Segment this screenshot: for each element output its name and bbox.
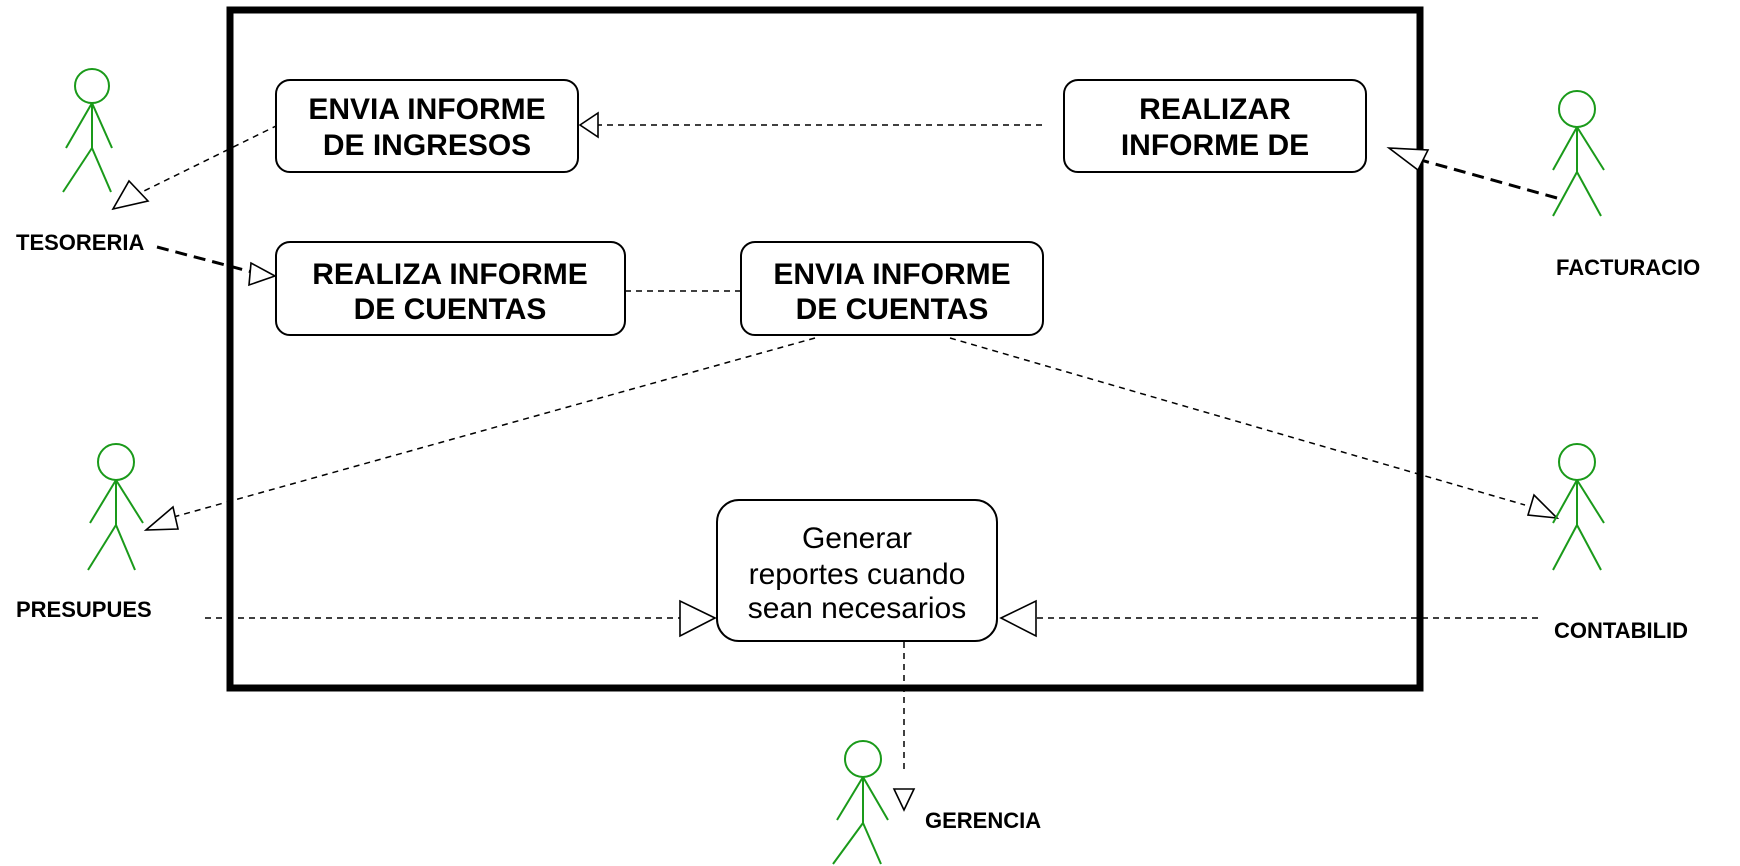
arrowhead [999,599,1037,638]
actor-label: CONTABILID [1554,618,1688,643]
actor-tesoreria[interactable]: TESORERIA [16,68,144,255]
use-case-label: ENVIA INFORME [308,93,545,126]
use-case-envia-ingresos[interactable]: ENVIA INFORME DE INGRESOS [275,79,579,173]
arrowhead [679,599,717,638]
use-case-label: Generar [802,522,912,555]
use-case-envia-cuentas[interactable]: ENVIA INFORME DE CUENTAS [740,241,1044,336]
actor-figure-icon [832,740,889,865]
actor-presupues[interactable]: PRESUPUES [16,443,152,622]
use-case-box [1063,79,1367,173]
actor-label: PRESUPUES [16,597,152,622]
use-case-label: REALIZA INFORME [312,258,588,291]
use-case-label: DE CUENTAS [354,293,547,326]
connector-tesoreria-to-realiza-cuentas [156,245,253,274]
use-case-box [740,241,1044,336]
actor-figure-icon [62,68,113,193]
actor-figure-icon [1552,90,1605,217]
connector-envia-ingresos-to-tesoreria [139,124,279,194]
actor-label: TESORERIA [16,230,144,255]
actor-figure-icon [1552,443,1605,571]
actor-label: GERENCIA [925,808,1041,833]
connector-facturacio-to-realizar [1409,155,1558,200]
actor-contabilid[interactable]: CONTABILID [1552,443,1688,643]
use-case-label: REALIZAR [1139,93,1291,126]
use-case-box [275,241,626,336]
use-case-label: DE INGRESOS [323,129,531,162]
use-case-box [275,79,579,173]
use-case-generar-reportes[interactable]: Generar reportes cuando sean necesarios [716,499,998,642]
arrowhead [143,505,179,531]
use-case-label: INFORME DE [1121,129,1309,162]
arrowhead [111,179,150,211]
use-case-label: reportes cuando [749,558,966,591]
arrowhead [578,111,599,139]
use-case-realizar-informe[interactable]: REALIZAR INFORME DE [1063,79,1367,173]
use-case-label: sean necesarios [748,592,966,625]
use-case-label: ENVIA INFORME [773,258,1010,291]
arrowhead [248,261,277,287]
actor-label: FACTURACIO [1556,255,1700,280]
connector-envia-cuentas-to-presupues [169,337,816,519]
use-case-label: DE CUENTAS [796,293,989,326]
system-boundary [226,6,1424,692]
actor-gerencia[interactable]: GERENCIA [832,740,1041,865]
use-case-realiza-cuentas[interactable]: REALIZA INFORME DE CUENTAS [275,241,626,336]
actor-facturacio[interactable]: FACTURACIO [1552,90,1700,280]
actor-figure-icon [87,443,144,571]
arrowhead [1386,147,1430,172]
arrowhead [1526,493,1560,520]
connector-envia-cuentas-to-contabilid [949,337,1526,506]
arrowhead [892,788,916,812]
use-case-box [716,499,998,642]
